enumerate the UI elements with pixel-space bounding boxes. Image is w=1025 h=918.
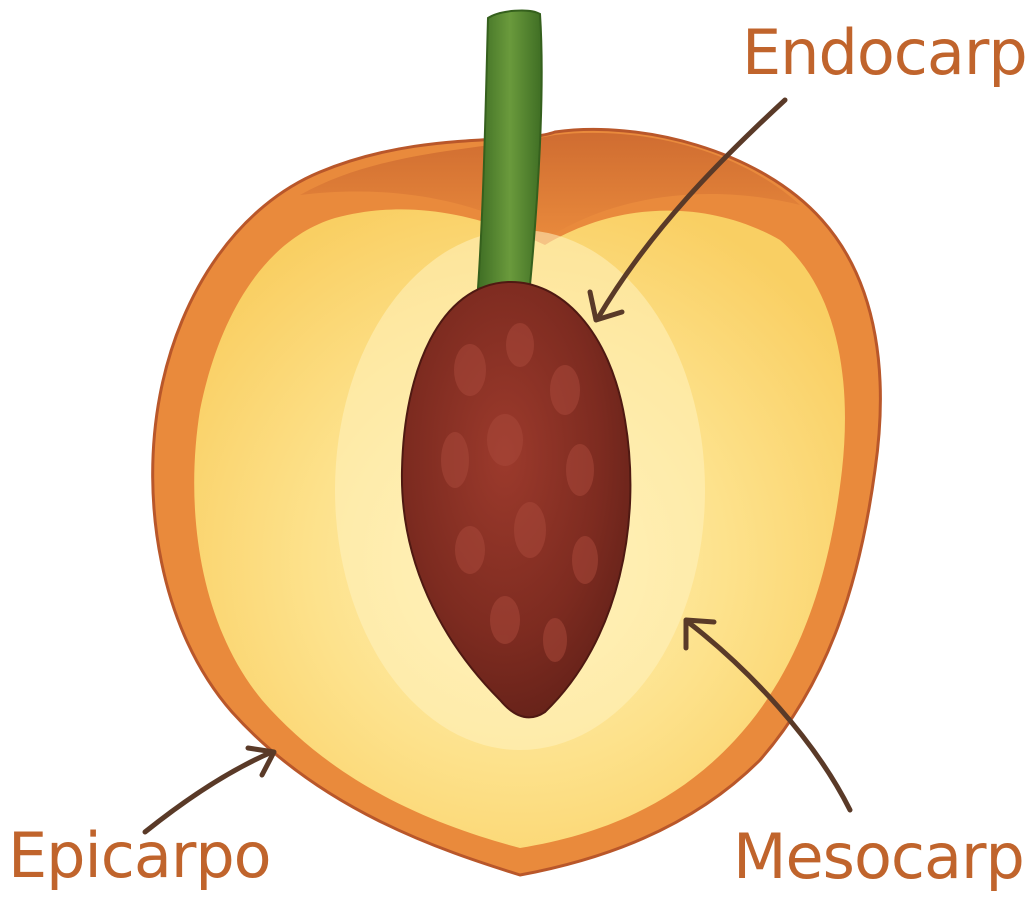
label-epicarpo: Epicarpo: [8, 825, 271, 887]
label-mesocarpo: Mesocarpo: [733, 826, 1025, 888]
stem-icon: [478, 11, 542, 288]
label-endocarpo: Endocarpo: [742, 22, 1025, 84]
peach-fruit: [153, 11, 881, 875]
